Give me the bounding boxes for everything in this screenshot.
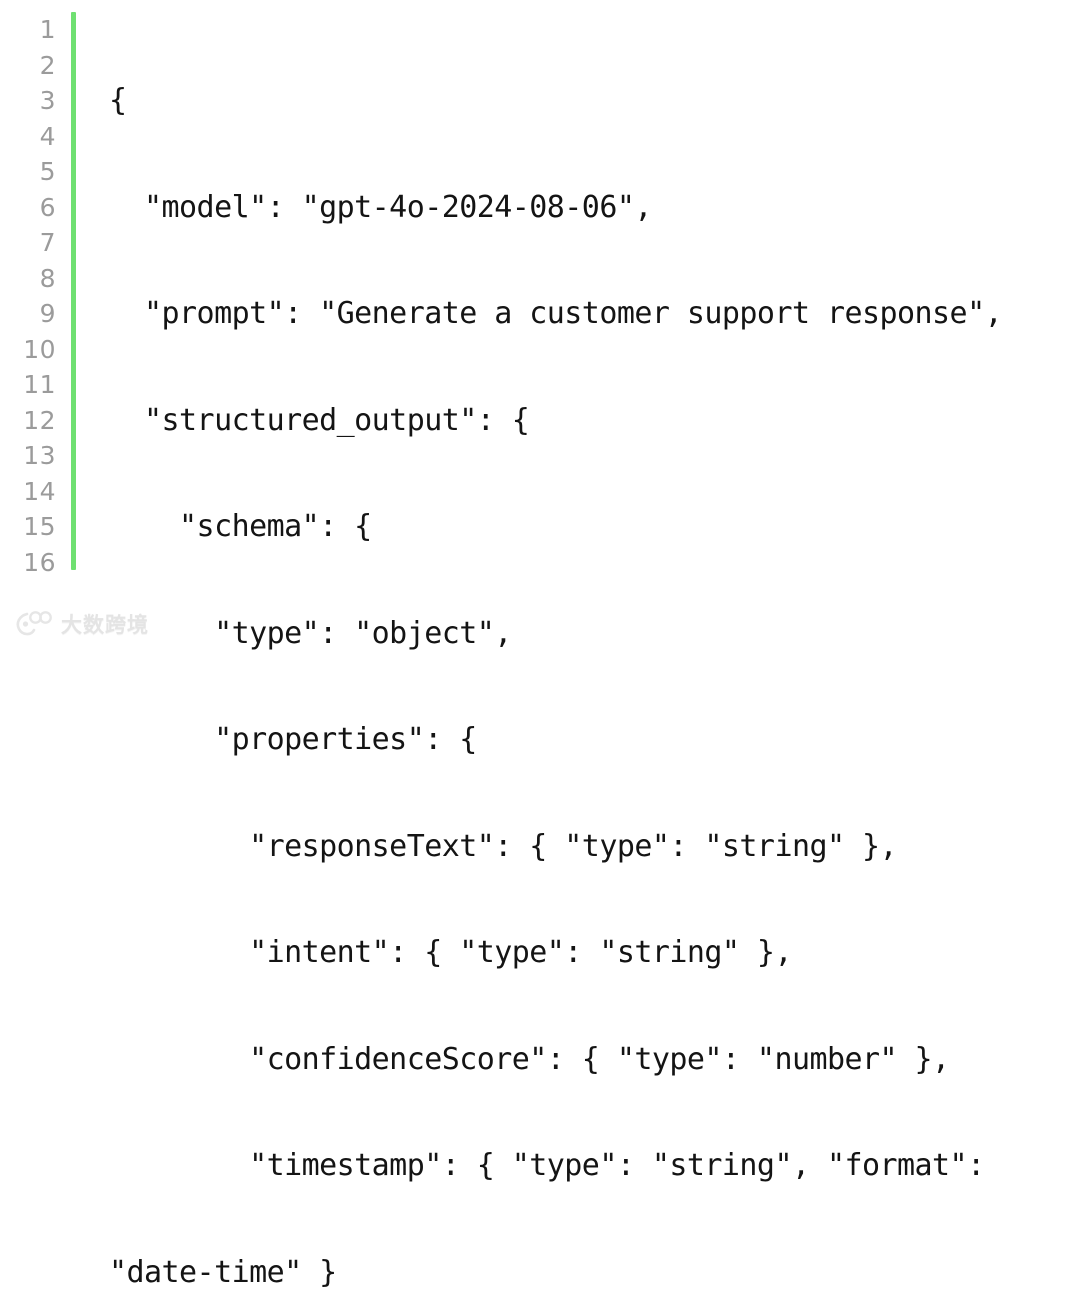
- line-number: 1: [0, 12, 56, 48]
- line-number: 11: [0, 367, 56, 403]
- line-number: 4: [0, 119, 56, 155]
- line-number: 9: [0, 296, 56, 332]
- code-line: "type": "object",: [109, 616, 1080, 652]
- line-number: 2: [0, 48, 56, 84]
- code-content[interactable]: { "model": "gpt-4o-2024-08-06", "prompt"…: [109, 12, 1080, 1290]
- code-line: "properties": {: [109, 722, 1080, 758]
- change-indicator-bar: [71, 12, 76, 570]
- code-line: "confidenceScore": { "type": "number" },: [109, 1042, 1080, 1078]
- code-editor: 1 2 3 4 5 6 7 8 9 10 11 12 13 14 15 16 {…: [0, 0, 1080, 645]
- line-number-gutter: 1 2 3 4 5 6 7 8 9 10 11 12 13 14 15 16: [0, 12, 56, 580]
- code-line: "timestamp": { "type": "string", "format…: [109, 1148, 1080, 1184]
- panda-face-logo-icon: [14, 611, 54, 637]
- code-line: "responseText": { "type": "string" },: [109, 829, 1080, 865]
- code-line: "model": "gpt-4o-2024-08-06",: [109, 190, 1080, 226]
- code-line: "structured_output": {: [109, 403, 1080, 439]
- line-number: 16: [0, 545, 56, 581]
- code-line-wrapped: "date-time" }: [109, 1255, 1080, 1290]
- line-number: 7: [0, 225, 56, 261]
- line-number: 6: [0, 190, 56, 226]
- code-line: {: [109, 83, 1080, 119]
- code-line: "intent": { "type": "string" },: [109, 935, 1080, 971]
- line-number: 10: [0, 332, 56, 368]
- line-number: 13: [0, 438, 56, 474]
- line-number: 5: [0, 154, 56, 190]
- line-number: 12: [0, 403, 56, 439]
- line-number: 14: [0, 474, 56, 510]
- code-line: "schema": {: [109, 509, 1080, 545]
- line-number: 8: [0, 261, 56, 297]
- code-line: "prompt": "Generate a customer support r…: [109, 296, 1080, 332]
- line-number: 15: [0, 509, 56, 545]
- line-number: 3: [0, 83, 56, 119]
